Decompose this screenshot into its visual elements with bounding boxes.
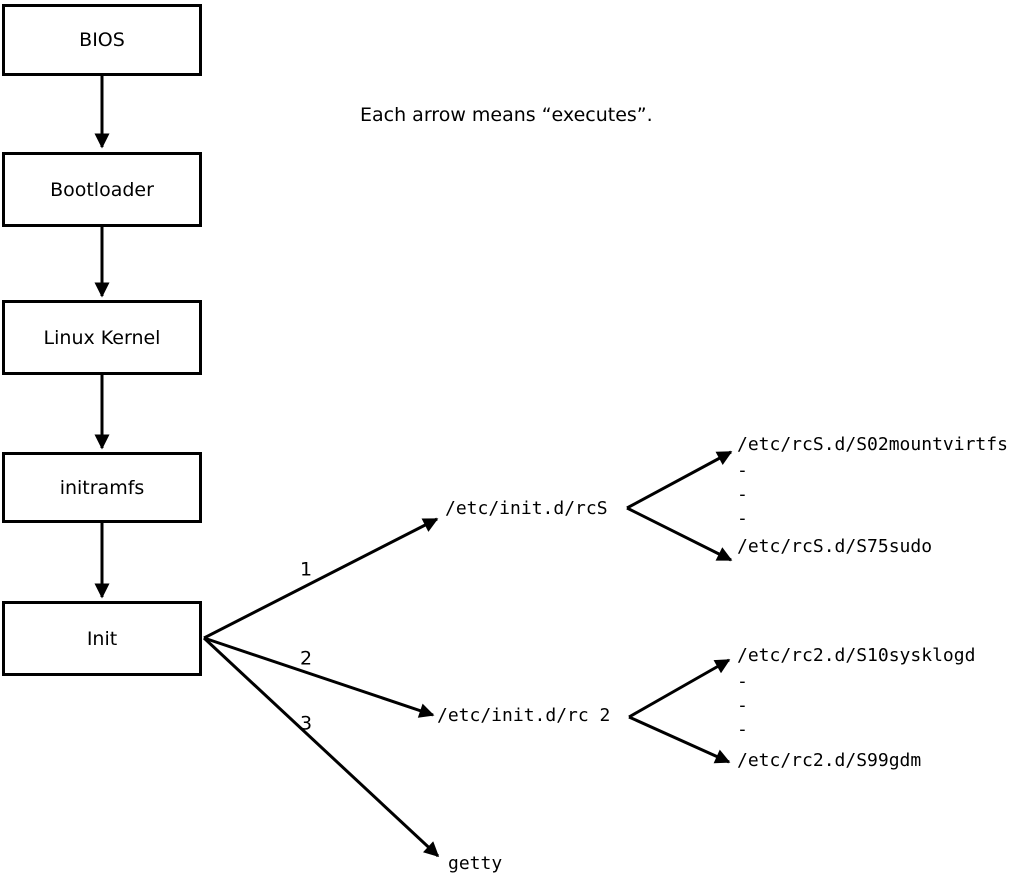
script-rc2-ellipsis-1: -	[737, 671, 748, 692]
script-rcS-ellipsis-2: -	[737, 484, 748, 505]
diagram-caption: Each arrow means “executes”.	[360, 104, 653, 126]
branch-label-3: 3	[299, 712, 313, 735]
arrow-rcS-to-first-script	[626, 450, 733, 510]
node-init-label: Init	[86, 627, 118, 650]
node-initramfs-label: initramfs	[59, 476, 145, 499]
node-linux-kernel-label: Linux Kernel	[43, 326, 161, 349]
target-rcS-label: /etc/init.d/rcS	[445, 498, 608, 519]
target-rc2-label: /etc/init.d/rc 2	[437, 705, 611, 726]
arrow-rcS-to-last-script	[626, 506, 733, 562]
arrow-rc2-to-first-script	[628, 658, 731, 719]
script-rcS-first: /etc/rcS.d/S02mountvirtfs	[737, 434, 1008, 455]
script-rc2-first: /etc/rc2.d/S10sysklogd	[737, 645, 976, 666]
branch-label-2: 2	[299, 647, 313, 670]
node-bootloader: Bootloader	[2, 152, 202, 227]
node-bootloader-label: Bootloader	[50, 178, 154, 201]
script-rcS-ellipsis-1: -	[737, 460, 748, 481]
branch-label-1: 1	[299, 558, 313, 581]
script-rcS-last: /etc/rcS.d/S75sudo	[737, 536, 933, 557]
arrow-init-to-rc2	[203, 636, 435, 718]
node-bios-label: BIOS	[79, 29, 125, 51]
node-linux-kernel: Linux Kernel	[2, 300, 202, 375]
target-getty-label: getty	[448, 853, 503, 874]
arrow-init-to-getty	[202, 636, 440, 858]
node-initramfs: initramfs	[2, 452, 202, 523]
node-init: Init	[2, 601, 202, 676]
arrow-init-to-rcS	[203, 517, 439, 640]
script-rc2-ellipsis-2: -	[737, 695, 748, 716]
node-bios: BIOS	[2, 4, 202, 76]
script-rc2-ellipsis-3: -	[737, 719, 748, 740]
arrow-rc2-to-last-script	[628, 715, 731, 764]
script-rcS-ellipsis-3: -	[737, 508, 748, 529]
script-rc2-last: /etc/rc2.d/S99gdm	[737, 750, 922, 771]
